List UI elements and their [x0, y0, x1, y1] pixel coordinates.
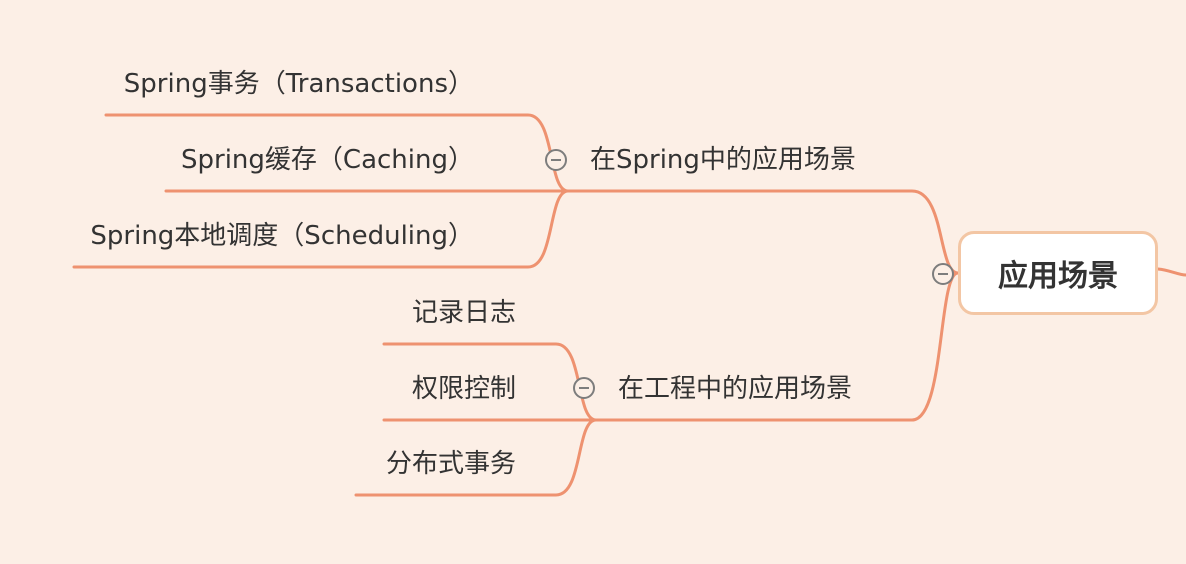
edge-spring-scheduling: [72, 189, 570, 269]
branch-spring-collapse-icon[interactable]: [545, 149, 567, 171]
edge-root-right: [1156, 267, 1186, 277]
branch-label-spring[interactable]: 在Spring中的应用场景: [590, 145, 856, 175]
leaf-spring-scheduling[interactable]: Spring本地调度（Scheduling）: [90, 221, 474, 251]
edge-project-logging: [382, 342, 598, 422]
branch-label-project[interactable]: 在工程中的应用场景: [618, 374, 853, 404]
branch-project-collapse-icon[interactable]: [573, 377, 595, 399]
edge-spring-transactions: [104, 113, 570, 193]
leaf-project-distributed-tx[interactable]: 分布式事务: [385, 449, 516, 479]
root-label: 应用场景: [998, 259, 1118, 294]
leaf-project-logging[interactable]: 记录日志: [411, 298, 516, 328]
root-node[interactable]: 应用场景: [958, 231, 1158, 315]
edge-project-distributed-tx: [354, 418, 598, 497]
leaf-spring-caching[interactable]: Spring缓存（Caching）: [181, 145, 474, 175]
edge-root-branch-spring: [566, 189, 960, 275]
leaf-spring-transactions[interactable]: Spring事务（Transactions）: [123, 69, 474, 99]
root-collapse-icon[interactable]: [932, 263, 954, 285]
leaf-project-permission[interactable]: 权限控制: [411, 374, 516, 404]
